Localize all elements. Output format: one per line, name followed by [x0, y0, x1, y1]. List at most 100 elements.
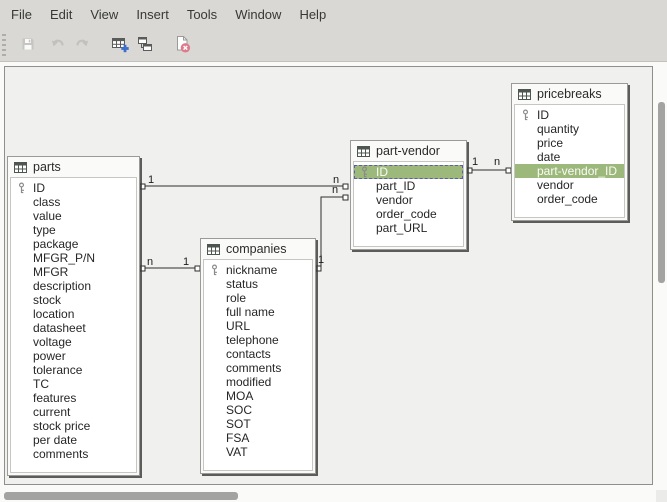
field-label: MOA — [226, 389, 254, 403]
cardinality-label: 1 — [318, 254, 324, 266]
field-row-stock-price[interactable]: stock price — [11, 419, 136, 433]
field-row-tc[interactable]: TC — [11, 377, 136, 391]
field-label: datasheet — [33, 321, 86, 335]
field-row-power[interactable]: power — [11, 349, 136, 363]
new-table-button[interactable] — [108, 34, 132, 58]
field-row-soc[interactable]: SOC — [204, 403, 312, 417]
redo-button[interactable] — [70, 34, 94, 58]
field-row-location[interactable]: location — [11, 307, 136, 321]
table-title: companies — [226, 242, 287, 256]
menu-item-edit[interactable]: Edit — [49, 7, 73, 22]
toolbar-grip-handle[interactable] — [2, 33, 6, 58]
undo-button[interactable] — [46, 34, 70, 58]
field-row-datasheet[interactable]: datasheet — [11, 321, 136, 335]
field-label: part-vendor_ID — [537, 164, 618, 178]
field-row-full-name[interactable]: full name — [204, 305, 312, 319]
field-label: description — [33, 279, 92, 293]
field-label: part_URL — [376, 221, 428, 235]
field-label: power — [33, 349, 66, 363]
field-row-telephone[interactable]: telephone — [204, 333, 312, 347]
field-row-description[interactable]: description — [11, 279, 136, 293]
field-row-date[interactable]: date — [515, 150, 624, 164]
table-grid-icon — [518, 88, 531, 100]
field-row-part-url[interactable]: part_URL — [354, 221, 463, 235]
field-label: MFGR — [33, 265, 69, 279]
primary-key-icon — [17, 182, 26, 197]
field-row-vat[interactable]: VAT — [204, 445, 312, 459]
horizontal-scrollbar-thumb[interactable] — [4, 492, 238, 500]
table-plus-icon — [111, 35, 130, 57]
field-row-id[interactable]: ID — [515, 108, 624, 122]
field-row-id[interactable]: ID — [11, 181, 136, 195]
field-row-part-vendor-id[interactable]: part-vendor_ID — [515, 164, 624, 178]
delete-item-button[interactable] — [170, 34, 194, 58]
table-title: part-vendor — [376, 144, 440, 158]
field-row-fsa[interactable]: FSA — [204, 431, 312, 445]
cardinality-label: n — [332, 184, 338, 196]
field-row-stock[interactable]: stock — [11, 293, 136, 307]
field-label: ID — [33, 181, 45, 195]
field-row-role[interactable]: role — [204, 291, 312, 305]
field-label: ID — [537, 108, 549, 122]
document-delete-icon — [173, 35, 192, 57]
field-row-value[interactable]: value — [11, 209, 136, 223]
field-label: TC — [33, 377, 49, 391]
field-row-class[interactable]: class — [11, 195, 136, 209]
field-row-per-date[interactable]: per date — [11, 433, 136, 447]
field-row-contacts[interactable]: contacts — [204, 347, 312, 361]
connector-stub — [466, 167, 473, 174]
save-button[interactable] — [16, 34, 40, 58]
field-row-comments[interactable]: comments — [11, 447, 136, 461]
field-row-moa[interactable]: MOA — [204, 389, 312, 403]
cardinality-label: 1 — [183, 256, 189, 268]
copy-table-button[interactable] — [132, 34, 156, 58]
menu-item-window[interactable]: Window — [235, 7, 282, 22]
vertical-scrollbar-thumb[interactable] — [658, 102, 665, 283]
menu-item-file[interactable]: File — [11, 7, 32, 22]
field-row-comments[interactable]: comments — [204, 361, 312, 375]
field-row-mfgr[interactable]: MFGR — [11, 265, 136, 279]
field-row-order-code[interactable]: order_code — [354, 207, 463, 221]
field-row-features[interactable]: features — [11, 391, 136, 405]
field-label: contacts — [226, 347, 271, 361]
field-row-tolerance[interactable]: tolerance — [11, 363, 136, 377]
field-row-modified[interactable]: modified — [204, 375, 312, 389]
field-row-type[interactable]: type — [11, 223, 136, 237]
table-header: part-vendor — [353, 141, 464, 161]
field-label: current — [33, 405, 71, 419]
field-label: SOT — [226, 417, 251, 431]
table-title: parts — [33, 160, 61, 174]
field-row-current[interactable]: current — [11, 405, 136, 419]
field-label: vendor — [376, 193, 413, 207]
field-row-price[interactable]: price — [515, 136, 624, 150]
menu-item-insert[interactable]: Insert — [136, 7, 169, 22]
field-row-sot[interactable]: SOT — [204, 417, 312, 431]
field-row-quantity[interactable]: quantity — [515, 122, 624, 136]
connector-stub — [139, 183, 146, 190]
field-label: SOC — [226, 403, 253, 417]
menu-item-tools[interactable]: Tools — [186, 7, 218, 22]
field-label: per date — [33, 433, 78, 447]
field-row-id[interactable]: ID — [354, 165, 463, 179]
field-label: FSA — [226, 431, 250, 445]
field-row-package[interactable]: package — [11, 237, 136, 251]
field-row-mfgr-p-n[interactable]: MFGR_P/N — [11, 251, 136, 265]
field-row-nickname[interactable]: nickname — [204, 263, 312, 277]
field-row-vendor[interactable]: vendor — [354, 193, 463, 207]
menu-item-view[interactable]: View — [90, 7, 119, 22]
field-label: MFGR_P/N — [33, 251, 96, 265]
field-row-url[interactable]: URL — [204, 319, 312, 333]
field-row-vendor[interactable]: vendor — [515, 178, 624, 192]
field-row-voltage[interactable]: voltage — [11, 335, 136, 349]
field-row-status[interactable]: status — [204, 277, 312, 291]
field-row-order-code[interactable]: order_code — [515, 192, 624, 206]
menu-item-help[interactable]: Help — [299, 7, 327, 22]
field-row-part-id[interactable]: part_ID — [354, 179, 463, 193]
